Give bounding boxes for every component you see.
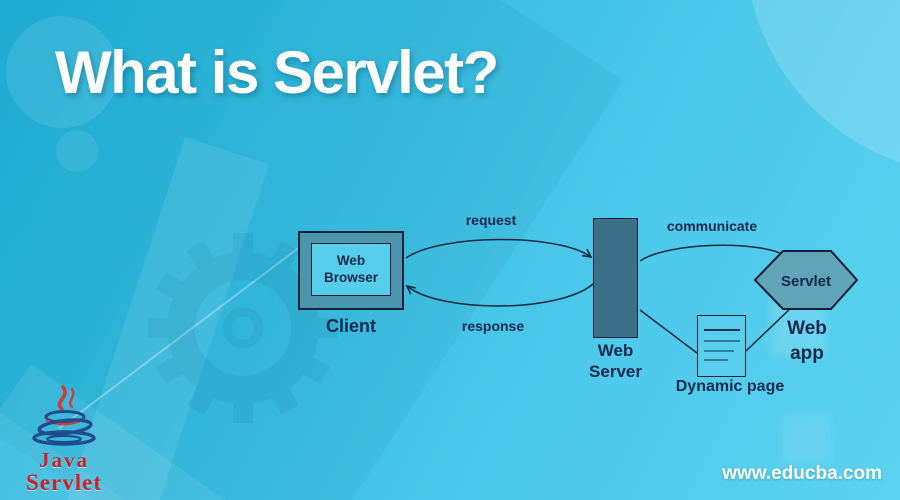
coffee-cup-icon (32, 385, 96, 446)
web-app-label-line1: Web (787, 318, 827, 339)
web-browser-label-line1: Web (336, 253, 366, 269)
response-label: response (461, 318, 525, 334)
page-title: What is Servlet? (55, 39, 499, 106)
logo-text-java: Java (39, 448, 89, 472)
website-label: www.educba.com (722, 463, 882, 484)
steam-icon (57, 385, 75, 411)
web-browser-label-line2: Browser (323, 269, 379, 285)
servlet-label: Servlet (781, 273, 831, 290)
web-server-label-line2: Server (589, 361, 642, 381)
background-glow-2 (782, 415, 830, 463)
servlet-hexagon-shape (753, 250, 859, 310)
web-browser-screen: Web Browser (311, 243, 391, 296)
dynamic-page-icon (697, 315, 746, 377)
document-line-1 (704, 329, 740, 331)
servlet-hexagon: Servlet (752, 248, 860, 312)
web-app-label: Web app (765, 316, 849, 366)
document-line-2 (704, 340, 740, 342)
communicate-label: communicate (666, 218, 758, 234)
background-circle-small (56, 130, 98, 172)
dynamic-page-label: Dynamic page (675, 378, 785, 395)
background-circle-large (6, 16, 118, 128)
web-server-box (593, 218, 638, 338)
request-label: request (465, 212, 517, 228)
client-label: Client (325, 316, 376, 336)
document-line-3 (704, 350, 734, 352)
web-server-label-line1: Web (597, 341, 634, 360)
web-browser-box: Web Browser (298, 231, 404, 310)
web-app-label-line2: app (790, 343, 824, 365)
logo-text-servlet: Servlet (26, 470, 102, 496)
document-line-4 (704, 359, 728, 361)
web-server-label: Web Server (573, 341, 658, 382)
java-servlet-logo: Java Servlet (16, 383, 112, 495)
